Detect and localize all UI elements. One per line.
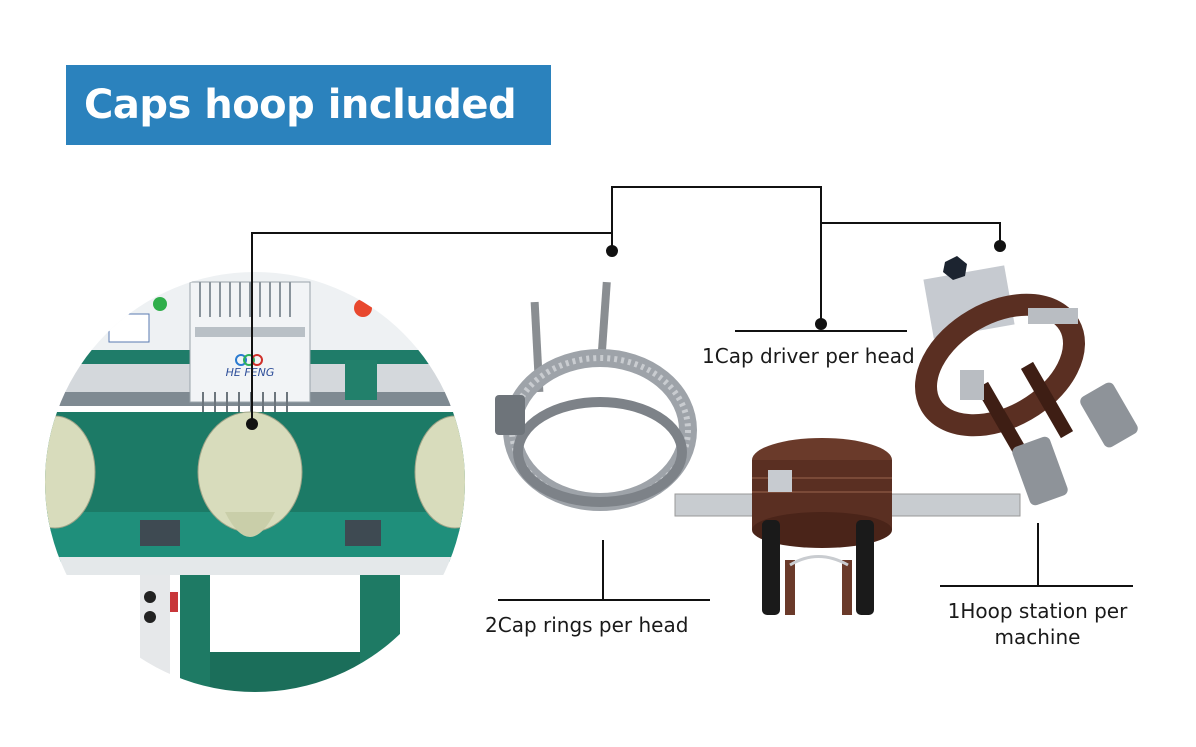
cap-ring-image [495,281,697,511]
cap-driver-label: 1Cap driver per head [702,344,915,368]
cap-driver-image [674,438,1021,615]
cap-rings-label: 2Cap rings per head [485,613,689,637]
banner-title: Caps hoop included [84,82,517,128]
hoop-station-label-line2: machine [994,625,1081,649]
machine-illustration: HE FENG [45,272,465,692]
hoop-station-label-line1: 1Hoop station per [947,599,1128,623]
brand-logo-text: HE FENG [226,366,275,379]
title-banner: Caps hoop included [66,65,551,145]
embroidery-machine-photo: HE FENG [45,272,465,692]
hoop-station-label: 1Hoop station per machine [925,598,1150,650]
hoop-station-image [915,256,1138,506]
